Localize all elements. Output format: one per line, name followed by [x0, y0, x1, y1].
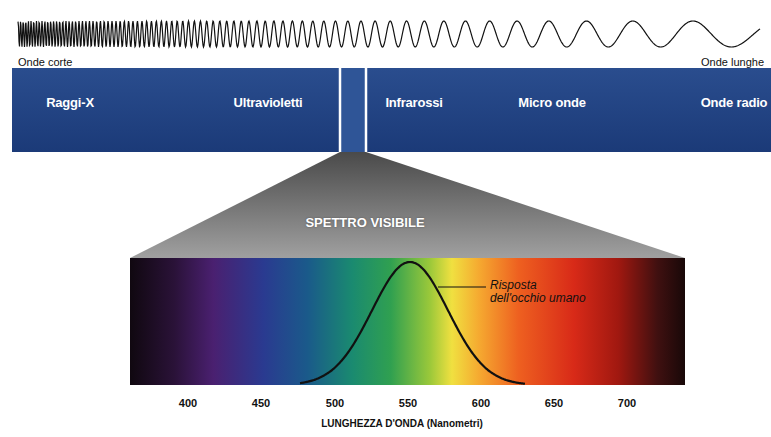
wave-caption: Onde lunghe [701, 56, 764, 68]
visible-funnel: SPETTRO VISIBILE [130, 152, 685, 258]
axis-tick: 700 [618, 397, 636, 409]
axis-tick: 400 [179, 397, 197, 409]
axis-tick: 650 [545, 397, 563, 409]
band-label: Micro onde [518, 95, 585, 110]
axis-tick: 500 [326, 397, 344, 409]
visible-spectrum [130, 258, 685, 385]
section-title: SPETTRO VISIBILE [305, 215, 424, 230]
funnel-shape [130, 152, 685, 258]
band-label: Onde radio [701, 95, 768, 110]
axis-title: LUNGHEZZA D'ONDA (Nanometri) [321, 418, 483, 429]
axis-tick: 450 [252, 397, 270, 409]
wave-caption: Onde corte [18, 56, 72, 68]
band-label: Ultravioletti [234, 95, 303, 110]
band-label: Raggi-X [46, 95, 94, 110]
axis-tick: 550 [399, 397, 417, 409]
wave-line [18, 21, 760, 47]
spectrum-band: Raggi-X Ultravioletti Infrarossi Micro onde… [12, 68, 771, 152]
axis-tick: 600 [472, 397, 490, 409]
curve-label: Risposta dell'occhio umano [490, 279, 594, 305]
leader-line [438, 286, 486, 287]
band-label: Infrarossi [385, 95, 442, 110]
band-shape [12, 68, 771, 152]
